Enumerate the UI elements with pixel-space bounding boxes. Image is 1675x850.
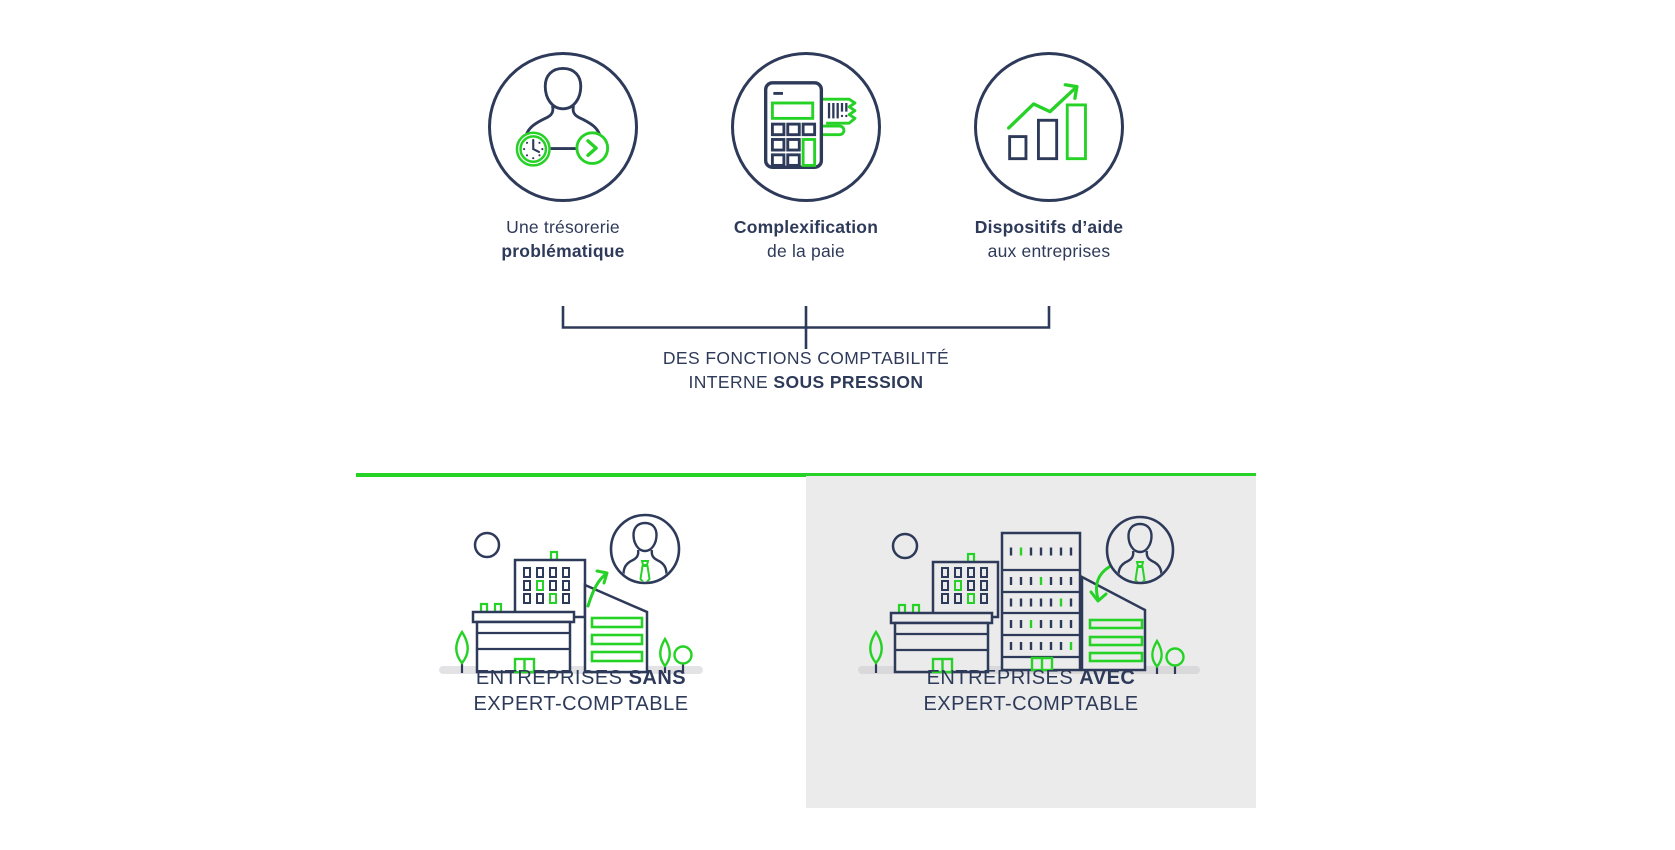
green-divider-line xyxy=(356,473,1256,477)
panel-title-emphasis: SANS xyxy=(628,667,687,689)
summary-heading: DES FONCTIONS COMPTABILITÉ INTERNE SOUS … xyxy=(506,346,1106,394)
panel-title-line2: EXPERT-COMPTABLE xyxy=(473,692,689,715)
panel-title-line1: ENTREPRISES AVEC xyxy=(806,666,1256,692)
buildings-with-accountant-illustration xyxy=(858,515,1200,674)
factor-circle xyxy=(731,52,881,202)
panel-title-with: ENTREPRISES AVEC EXPERT-COMPTABLE xyxy=(806,666,1256,717)
factor-label-line1: Dispositifs d’aide xyxy=(974,217,1124,237)
factor-card-paie: Complexification de la paie xyxy=(676,52,936,263)
slanted-building xyxy=(583,583,649,674)
wide-building xyxy=(471,602,576,674)
summary-line2: INTERNE SOUS PRESSION xyxy=(506,370,1106,394)
factor-circle xyxy=(488,52,638,202)
person-clock-arrow-icon xyxy=(515,66,610,167)
bar-chart-growth-icon xyxy=(1007,83,1087,161)
sun-icon xyxy=(891,532,919,560)
buildings-without-accountant-illustration xyxy=(439,513,703,674)
panel-title-emphasis: AVEC xyxy=(1079,667,1136,689)
factor-label-line2: aux entreprises xyxy=(987,240,1111,261)
factor-label: Dispositifs d’aide aux entreprises xyxy=(919,216,1179,263)
factor-label-line1: Complexification xyxy=(733,217,879,237)
arrow-down-icon xyxy=(1094,565,1111,601)
sun-icon xyxy=(473,531,501,559)
summary-line1: DES FONCTIONS COMPTABILITÉ xyxy=(662,348,950,368)
factor-label: Complexification de la paie xyxy=(676,216,936,263)
arrow-down-head xyxy=(1089,590,1108,603)
panel-title-prefix: ENTREPRISES xyxy=(475,667,629,689)
wide-building xyxy=(889,603,994,674)
factor-label-line2: problématique xyxy=(501,240,625,261)
factor-card-aides: Dispositifs d’aide aux entreprises xyxy=(919,52,1179,263)
tall-building xyxy=(513,550,587,619)
trees xyxy=(455,629,693,673)
arrow-up-head xyxy=(595,569,609,585)
panel-title-line1: ENTREPRISES SANS xyxy=(356,666,806,692)
arrow-up-icon xyxy=(586,572,608,608)
factor-circle xyxy=(974,52,1124,202)
summary-line2-regular: INTERNE xyxy=(688,372,774,392)
panel-title-prefix: ENTREPRISES xyxy=(926,667,1080,689)
panel-title-line2: EXPERT-COMPTABLE xyxy=(923,692,1139,715)
accountant-avatar xyxy=(1105,515,1175,585)
factor-label-line1: Une trésorerie xyxy=(506,217,620,237)
trees xyxy=(869,629,1185,674)
factor-card-tresorerie: Une trésorerie problématique xyxy=(433,52,693,263)
factor-label-line2: de la paie xyxy=(767,240,845,261)
accountant-avatar xyxy=(609,513,681,585)
office-tower xyxy=(1000,531,1082,672)
calculator-receipt-icon xyxy=(764,81,857,169)
summary-line2-bold: SOUS PRESSION xyxy=(773,372,924,392)
panel-title-without: ENTREPRISES SANS EXPERT-COMPTABLE xyxy=(356,666,806,717)
factor-label: Une trésorerie problématique xyxy=(433,216,693,263)
bracket-connector xyxy=(561,306,1051,349)
tall-building xyxy=(931,552,1000,619)
